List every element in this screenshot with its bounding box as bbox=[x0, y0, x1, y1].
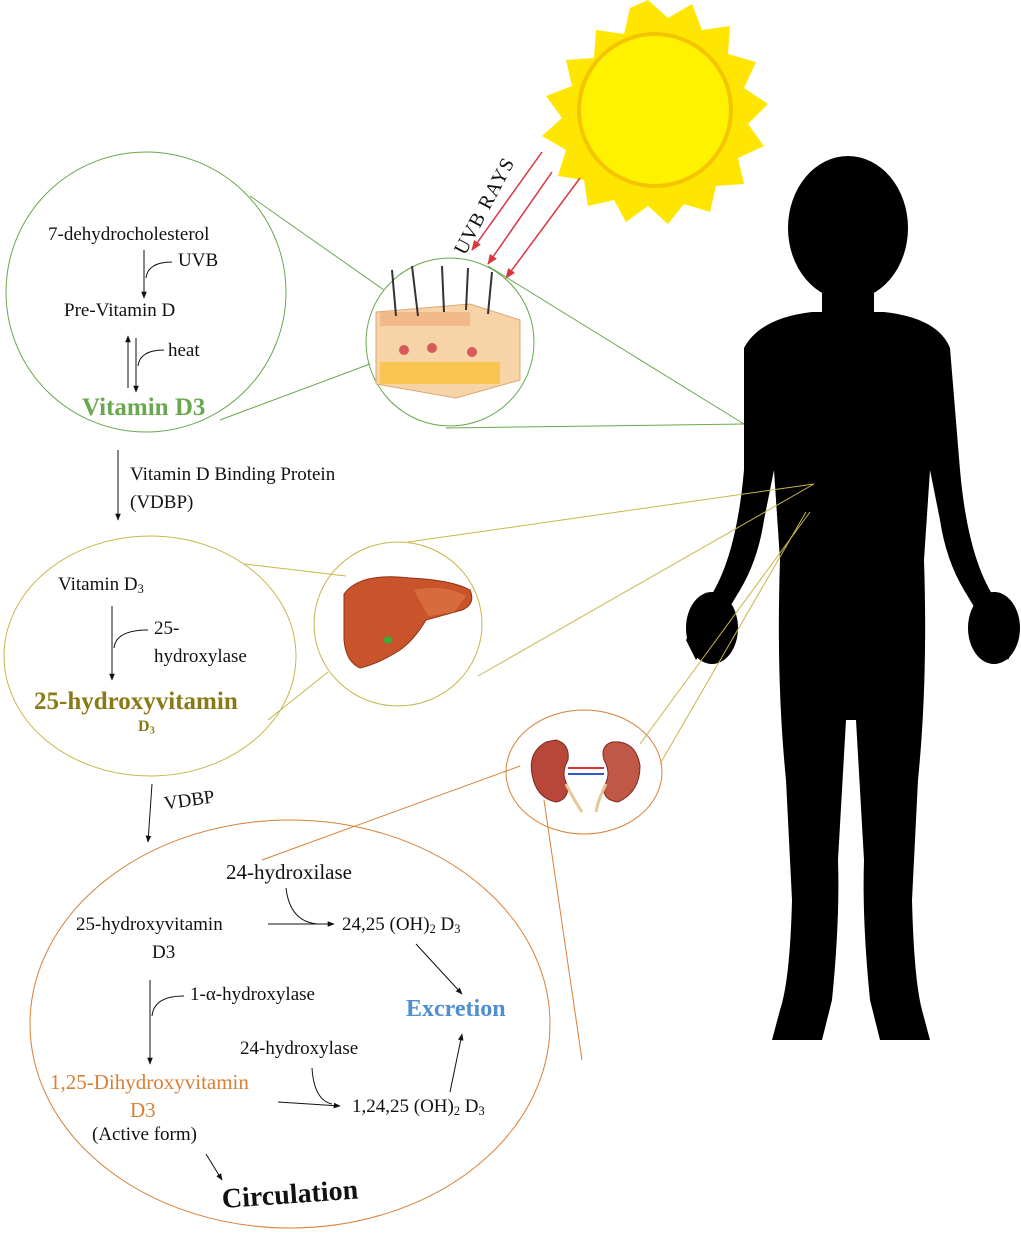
hydroxylase-25-label-line1: 25- bbox=[154, 618, 179, 640]
vdbp-abbrev-label: (VDBP) bbox=[130, 492, 193, 514]
vdbp-full-label: Vitamin D Binding Protein bbox=[130, 464, 335, 486]
active-vitamin-d-title-line1: 1,25-Dihydroxyvitamin bbox=[50, 1070, 249, 1095]
vitamin-d3-start-label: Vitamin D3 bbox=[58, 574, 144, 597]
product-24-25-oh2-d3: 24,25 (OH)2 D3 bbox=[342, 914, 460, 937]
active-vitamin-d-title-line2: D3 bbox=[130, 1098, 156, 1123]
heat-label: heat bbox=[168, 340, 200, 362]
liver-image bbox=[344, 577, 472, 668]
alpha-hydroxylase-label: 1-α-hydroxylase bbox=[190, 984, 315, 1006]
product-1-24-25-oh2-d3: 1,24,25 (OH)2 D3 bbox=[352, 1096, 485, 1119]
dehydrocholesterol-label: 7-dehydrocholesterol bbox=[48, 224, 209, 246]
human-silhouette bbox=[686, 156, 1020, 1040]
uvb-label: UVB bbox=[178, 250, 218, 272]
excretion-label: Excretion bbox=[406, 996, 506, 1023]
pre-vitamin-d-label: Pre-Vitamin D bbox=[64, 300, 175, 322]
hydroxyvitamin-d3-title: 25-hydroxyvitamin bbox=[34, 688, 238, 716]
vitamin-d3-title: Vitamin D3 bbox=[82, 394, 205, 422]
hydroxylase-24-label: 24-hydroxylase bbox=[240, 1038, 358, 1060]
sun-icon bbox=[542, 0, 768, 224]
substrate-25-hydroxyvitamin-label: 25-hydroxyvitamin bbox=[76, 914, 223, 936]
liver-detail-circle bbox=[4, 536, 296, 776]
kidneys-image bbox=[531, 740, 640, 812]
hydroxylase-25-label-line2: hydroxylase bbox=[154, 646, 247, 668]
hydroxilase-24-top-label: 24-hydroxilase bbox=[226, 860, 352, 885]
skin-detail-circle bbox=[6, 152, 286, 432]
skin-cross-section-image bbox=[376, 266, 520, 398]
active-form-label: (Active form) bbox=[92, 1124, 197, 1146]
hydroxyvitamin-d3-title-line2: D3 bbox=[138, 718, 155, 737]
substrate-d3-label: D3 bbox=[152, 942, 175, 964]
